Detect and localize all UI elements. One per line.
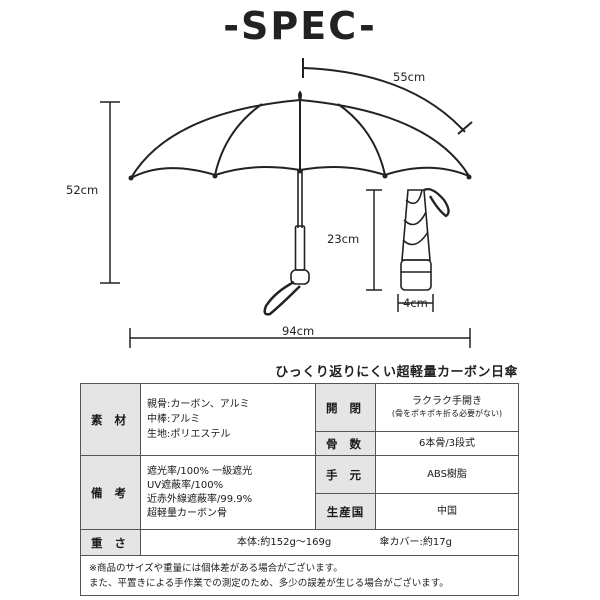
folded-width-label: 4cm [403, 296, 428, 310]
handle-value: ABS樹脂 [375, 455, 519, 494]
ribs-label: 骨 数 [315, 431, 376, 456]
umbrella-shaft [290, 170, 310, 285]
ribs-value: 6本骨/3段式 [375, 431, 519, 456]
material-label: 素 材 [80, 383, 141, 456]
umbrella-canopy [130, 91, 470, 179]
weight-value: 本体:約152g〜169g 傘カバー:約17g [140, 529, 519, 556]
product-subtitle: ひっくり返りにくい超軽量カーボン日傘 [275, 365, 518, 380]
umbrella-diagram [100, 58, 473, 348]
folded-length-label: 23cm [327, 232, 360, 246]
notes: ※商品のサイズや重量には個体差がある場合がございます。 また、平置きによる手作業… [80, 555, 519, 596]
open-value: ラクラク手開き (骨をポキポキ折る必要がない) [375, 383, 519, 432]
weight-body: 本体:約152g〜169g [237, 537, 332, 548]
umbrella-strap [263, 280, 301, 316]
origin-value: 中国 [375, 493, 519, 530]
remarks-label: 備 考 [80, 455, 141, 530]
width-dimension-label: 94cm [282, 324, 315, 338]
open-label: 開 閉 [315, 383, 376, 432]
handle-label: 手 元 [315, 455, 376, 494]
weight-label: 重 さ [80, 529, 141, 556]
page-title: -SPEC- [223, 4, 377, 48]
origin-label: 生産国 [315, 493, 376, 530]
height-dimension-label: 52cm [66, 183, 99, 197]
spec-table: 素 材 親骨:カーボン、アルミ 中棒:アルミ 生地:ポリエステル 開 閉 ラクラ… [80, 383, 519, 596]
remarks-value: 遮光率/100% 一級遮光 UV遮蔽率/100% 近赤外線遮蔽率/99.9% 超… [140, 455, 316, 530]
folded-umbrella [400, 187, 450, 291]
material-value: 親骨:カーボン、アルミ 中棒:アルミ 生地:ポリエステル [140, 383, 316, 456]
arc-dimension-label: 55cm [393, 70, 426, 84]
arc-dimension-line [302, 67, 466, 133]
weight-cover: 傘カバー:約17g [379, 537, 452, 548]
